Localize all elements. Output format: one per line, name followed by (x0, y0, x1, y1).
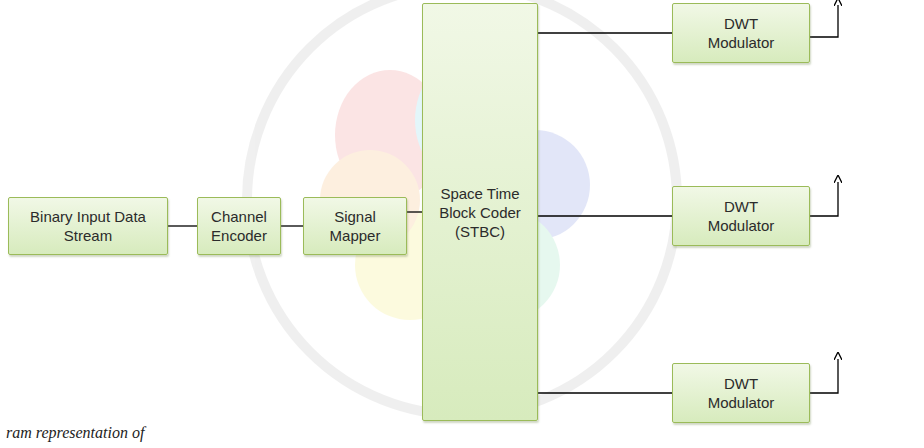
process-box: DWT Modulator (672, 3, 810, 63)
box-label: DWT Modulator (691, 197, 791, 235)
signal-line (538, 392, 672, 393)
figure-caption: ram representation of (6, 424, 144, 442)
process-box: Signal Mapper (303, 197, 407, 255)
signal-line (281, 225, 303, 226)
process-box: Channel Encoder (197, 197, 281, 255)
process-box: DWT Modulator (672, 186, 810, 246)
box-label: Binary Input Data Stream (23, 207, 153, 245)
box-label: Channel Encoder (204, 207, 274, 245)
coder-block: Space Time Block Coder (STBC) (422, 3, 538, 421)
antenna-symbol (810, 182, 838, 216)
process-box: Binary Input Data Stream (8, 197, 168, 255)
box-label: DWT Modulator (691, 14, 791, 52)
signal-line (407, 211, 422, 212)
box-label: Space Time Block Coder (STBC) (435, 184, 525, 241)
signal-line (538, 32, 672, 33)
antenna-symbol (810, 5, 838, 393)
antenna-symbol (810, 359, 838, 393)
box-label: Signal Mapper (320, 207, 390, 245)
signal-line (538, 215, 672, 216)
process-box: DWT Modulator (672, 363, 810, 423)
antenna-symbol (810, 5, 838, 37)
signal-line (168, 225, 197, 226)
box-label: DWT Modulator (691, 374, 791, 412)
